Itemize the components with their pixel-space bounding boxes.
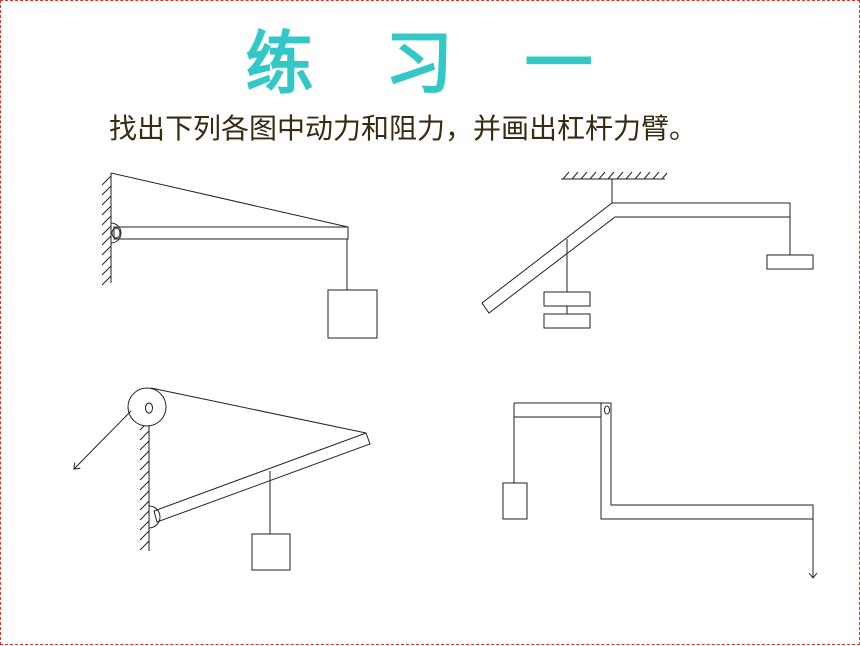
- figure-bent-lever: [481, 171, 814, 329]
- left-weight-lower: [543, 313, 591, 329]
- figure-wall-lever: [101, 172, 378, 339]
- pivot-pin: [604, 405, 610, 415]
- weight-block: [502, 482, 528, 520]
- pulley-axle: [145, 402, 153, 414]
- inclined-lever-bar: [153, 432, 371, 523]
- lever-bar: [113, 226, 349, 240]
- weight-block: [251, 533, 291, 571]
- cranked-lever-bar: [513, 402, 814, 520]
- weight-block: [327, 289, 378, 339]
- wall-hatching: [101, 175, 112, 286]
- left-weight-upper: [543, 291, 591, 307]
- pivot-hinge: [110, 222, 122, 244]
- rope-top: [150, 387, 367, 434]
- pivot-pin: [111, 227, 121, 239]
- pulley-wheel: [127, 387, 167, 427]
- pull-force-arrow: [74, 410, 132, 469]
- slide-title: 练 习 一: [245, 25, 617, 104]
- pivot-hinge: [148, 505, 161, 529]
- support-rope: [110, 172, 349, 228]
- wall-hatching: [139, 420, 150, 551]
- figure-cranked-lever: [502, 402, 814, 578]
- bent-lever-bar: [481, 202, 791, 314]
- ceiling-hatching: [562, 171, 668, 180]
- instruction-text: 找出下列各图中动力和阻力，并画出杠杆力臂。: [109, 112, 698, 145]
- right-weight: [766, 254, 814, 270]
- figure-pulley-lever: [74, 387, 371, 571]
